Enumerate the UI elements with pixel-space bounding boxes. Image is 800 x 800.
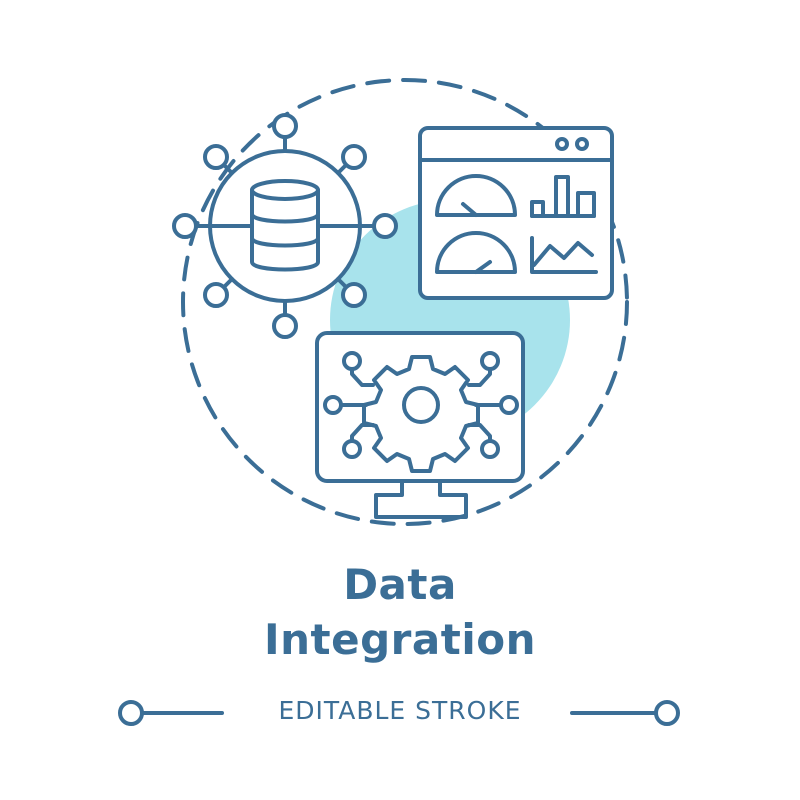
monitor-gear-icon xyxy=(315,331,525,519)
gear-icon xyxy=(362,355,480,473)
footer-right-connector xyxy=(570,700,680,726)
footer-left-connector xyxy=(118,700,224,726)
title-line-1: Data xyxy=(343,560,457,609)
database-network-icon xyxy=(172,113,398,339)
line-chart-icon xyxy=(530,236,598,274)
dashed-ring xyxy=(181,78,629,526)
dashboard-window-icon xyxy=(418,126,614,300)
bar-chart-icon xyxy=(530,175,596,218)
title-line-2: Integration xyxy=(264,615,536,664)
gauge-icon xyxy=(435,174,517,274)
caption-editable-stroke: EDITABLE STROKE xyxy=(278,696,522,725)
